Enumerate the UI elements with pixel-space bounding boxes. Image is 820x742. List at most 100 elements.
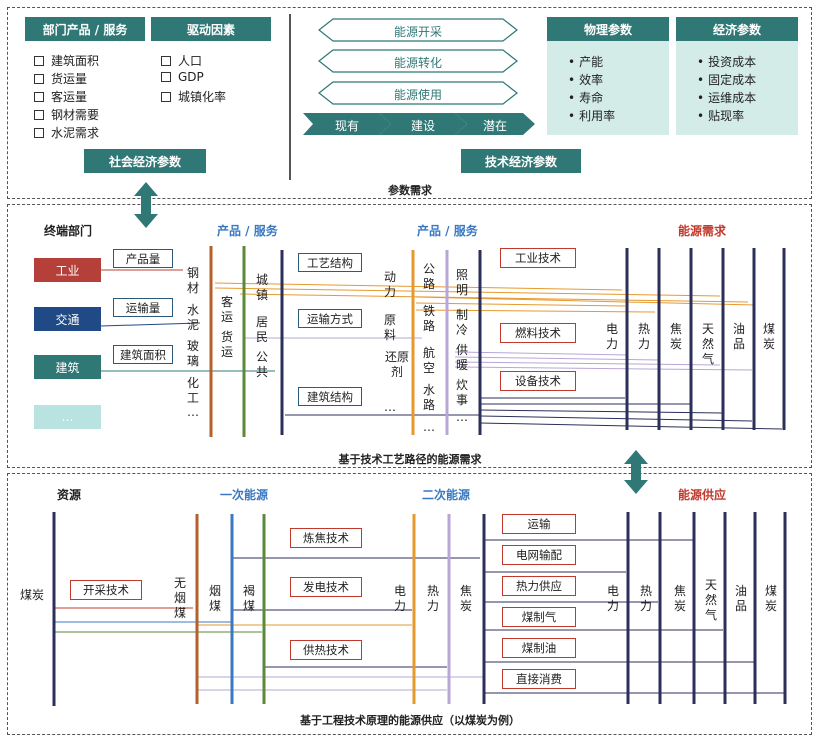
header-primary: 一次能源 [220, 488, 269, 502]
col-b-item: 货运 [220, 330, 233, 359]
arrow-label: 潜在 [482, 119, 507, 133]
tech-footer: 技术经济参数 [461, 149, 581, 173]
coal-label: 煤炭 [20, 588, 45, 602]
demand-caption: 基于技术工艺路径的能源需求 [338, 453, 482, 466]
primary-anthracite: 无烟煤 [173, 576, 186, 620]
box-transport-volume: 运输量 [113, 298, 173, 317]
econ-item: 固定成本 [697, 71, 756, 88]
col-f-item: 照明 [455, 268, 468, 297]
phys-item: 产能 [568, 53, 603, 70]
box-mining-tech: 开采技术 [70, 580, 142, 600]
fuel-label: 油品 [732, 322, 745, 351]
col-f-item: … [456, 410, 468, 424]
col-d-item: 原料 [383, 313, 396, 342]
top-divider [289, 14, 291, 180]
param-frame [7, 7, 812, 199]
col-d-item: 还原剂 [384, 350, 409, 379]
chevron-label: 能源开采 [393, 25, 442, 39]
demand-frame [7, 204, 812, 468]
socio-footer: 社会经济参数 [84, 149, 206, 173]
header-end-sector: 终端部门 [44, 224, 93, 238]
phys-item: 利用率 [568, 107, 615, 124]
col-c-item: 城镇 [255, 273, 268, 302]
socio-item: 建筑面积 [34, 52, 99, 69]
box-building-structure: 建筑结构 [298, 387, 362, 406]
socio-item: 钢材需要 [34, 106, 99, 123]
col-d-item: 动力 [383, 270, 396, 299]
box-equipment-tech: 设备技术 [500, 371, 576, 391]
secondary-label: 焦炭 [459, 584, 472, 613]
drivers-header: 驱动因素 [151, 17, 271, 41]
socio-item: 客运量 [34, 88, 87, 105]
supply-label: 煤炭 [764, 584, 777, 613]
socio-header: 部门产品 / 服务 [25, 17, 145, 41]
supply-frame [7, 473, 812, 735]
sector-building: 建筑 [34, 355, 101, 379]
header-secondary: 二次能源 [422, 488, 471, 502]
supply-caption: 基于工程技术原理的能源供应（以煤炭为例） [300, 714, 520, 727]
header-energy-demand: 能源需求 [678, 224, 727, 238]
col-e-item: 水路 [422, 383, 435, 412]
col-e-item: 航空 [422, 346, 435, 375]
fuel-label: 焦炭 [669, 322, 682, 351]
arrow-label: 建设 [410, 119, 435, 133]
box-coal-gas: 煤制气 [502, 607, 576, 627]
box-coking-tech: 炼焦技术 [290, 528, 362, 548]
driver-item: 城镇化率 [161, 88, 226, 105]
header-energy-supply: 能源供应 [678, 488, 727, 502]
param-caption: 参数需求 [388, 184, 432, 197]
box-grid: 电网输配 [502, 545, 576, 565]
box-fuel-tech: 燃料技术 [500, 323, 576, 343]
col-d-item: … [384, 400, 396, 414]
driver-item: 人口 [161, 52, 202, 69]
sector-other: … [34, 405, 101, 429]
supply-label: 油品 [734, 584, 747, 613]
secondary-label: 热力 [426, 584, 439, 613]
phys-item: 寿命 [568, 89, 603, 106]
driver-item: GDP [161, 70, 204, 84]
col-e-item: … [423, 420, 435, 434]
col-a-item: 玻璃 [186, 339, 199, 368]
socio-item: 货运量 [34, 70, 87, 87]
econ-item: 投资成本 [697, 53, 756, 70]
supply-label: 电力 [606, 584, 619, 613]
fuel-label: 电力 [605, 322, 618, 351]
col-f-item: 制冷 [455, 308, 468, 337]
col-e-item: 公路 [422, 262, 435, 291]
fuel-label: 煤炭 [762, 322, 775, 351]
supply-label: 热力 [639, 584, 652, 613]
supply-label: 天然气 [704, 578, 717, 622]
box-heating-tech: 供热技术 [290, 640, 362, 660]
econ-header: 经济参数 [676, 17, 798, 41]
header-resource: 资源 [57, 488, 82, 502]
arrow-label: 现有 [334, 119, 359, 133]
box-coal-oil: 煤制油 [502, 638, 576, 658]
box-building-area: 建筑面积 [113, 345, 173, 364]
econ-item: 运维成本 [697, 89, 756, 106]
phys-item: 效率 [568, 71, 603, 88]
phys-header: 物理参数 [547, 17, 669, 41]
box-product-volume: 产品量 [113, 249, 173, 268]
chevron-label: 能源使用 [393, 88, 442, 102]
col-b-item: 客运 [220, 295, 233, 324]
col-f-item: 炊事 [455, 378, 468, 407]
primary-lignite: 褐煤 [242, 584, 255, 613]
col-a-item: 化工 [186, 376, 199, 405]
box-direct-use: 直接消费 [502, 669, 576, 689]
box-heat-supply: 热力供应 [502, 576, 576, 596]
header-product-1: 产品 / 服务 [217, 224, 278, 238]
supply-label: 焦炭 [673, 584, 686, 613]
chevron-label: 能源转化 [393, 56, 442, 70]
col-c-item: 公共 [255, 350, 268, 379]
box-process-structure: 工艺结构 [298, 253, 362, 272]
econ-item: 贴现率 [697, 107, 744, 124]
fuel-label: 天然气 [701, 322, 714, 366]
secondary-label: 电力 [393, 584, 406, 613]
primary-bituminous: 烟煤 [208, 584, 221, 613]
col-a-item: 水泥 [186, 303, 199, 332]
col-f-item: 供暖 [455, 343, 468, 372]
box-power-tech: 发电技术 [290, 577, 362, 597]
col-a-item: 钢材 [186, 266, 199, 295]
